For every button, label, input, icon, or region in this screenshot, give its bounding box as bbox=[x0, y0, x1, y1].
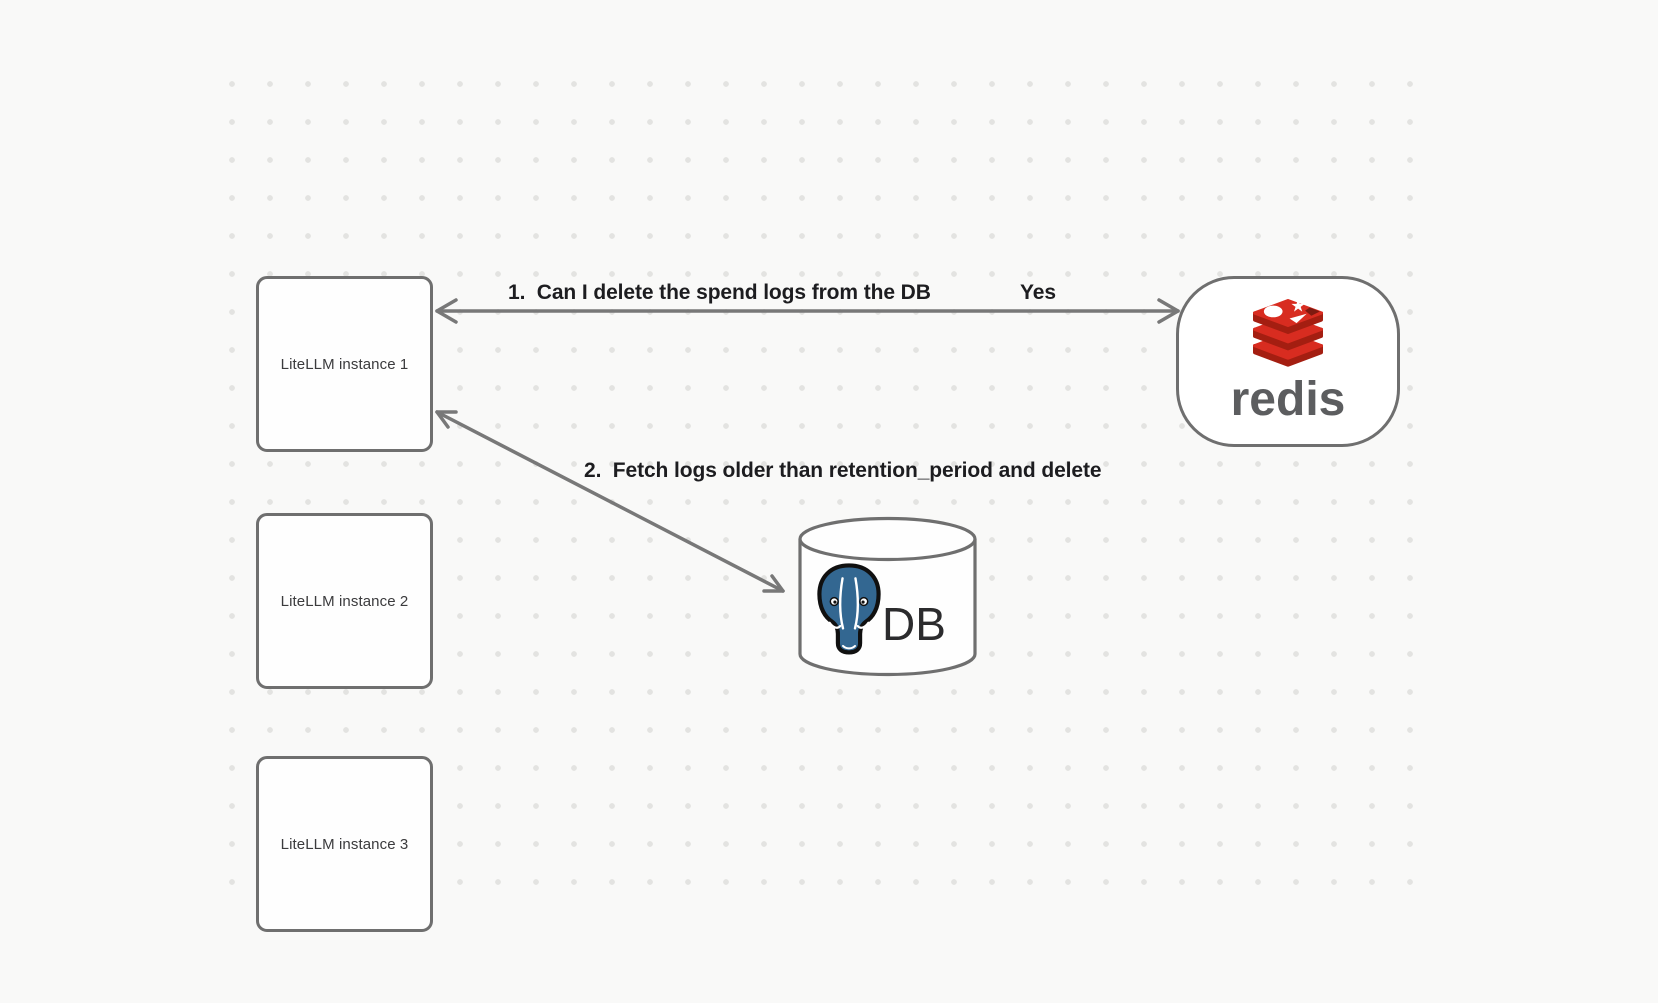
redis-node[interactable]: redis bbox=[1176, 276, 1400, 447]
redis-logo-icon bbox=[1248, 299, 1328, 374]
litellm-instance-3-label: LiteLLM instance 3 bbox=[280, 835, 409, 853]
arrow-instance1-db[interactable] bbox=[435, 410, 785, 593]
step2-label[interactable]: 2. Fetch logs older than retention_perio… bbox=[584, 459, 1102, 482]
litellm-instance-3-box[interactable]: LiteLLM instance 3 bbox=[256, 756, 433, 932]
litellm-instance-2-box[interactable]: LiteLLM instance 2 bbox=[256, 513, 433, 689]
litellm-instance-1-box[interactable]: LiteLLM instance 1 bbox=[256, 276, 433, 452]
litellm-instance-1-label: LiteLLM instance 1 bbox=[280, 355, 409, 373]
step1-answer-label[interactable]: Yes bbox=[1020, 281, 1056, 304]
database-label: DB bbox=[882, 598, 946, 650]
arrow-instance1-redis[interactable] bbox=[435, 298, 1180, 324]
redis-wordmark: redis bbox=[1230, 373, 1346, 426]
step1-label[interactable]: 1. Can I delete the spend logs from the … bbox=[508, 281, 931, 304]
litellm-instance-2-label: LiteLLM instance 2 bbox=[280, 592, 409, 610]
postgresql-logo-icon bbox=[812, 560, 886, 661]
